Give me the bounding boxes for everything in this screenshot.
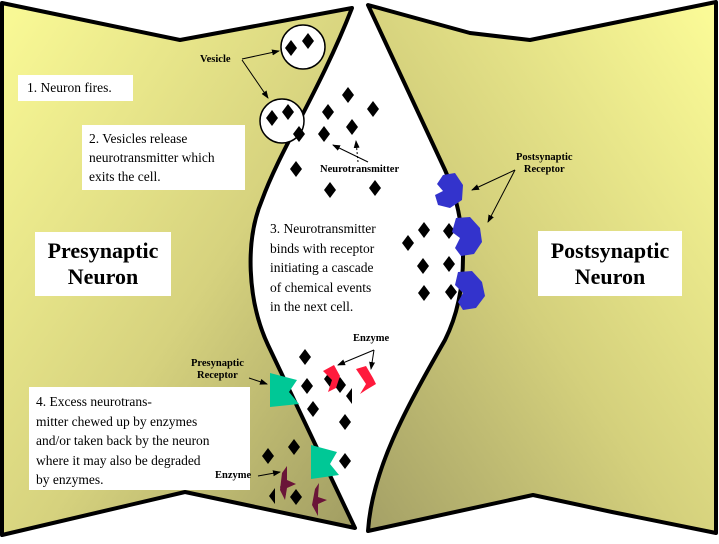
enzyme-cleft-label: Enzyme	[353, 333, 390, 344]
postsynaptic-receptor-label: Postsynaptic Receptor	[516, 152, 573, 176]
step-4-line-2: mitter chewed up by enzymes	[36, 413, 198, 429]
enzyme-cleft-2	[356, 366, 376, 394]
presynaptic-label-line-2: Neuron	[67, 264, 139, 289]
neurotransmitter-molecule	[443, 256, 455, 272]
neurotransmitter-molecule	[402, 235, 414, 251]
postsynaptic-neuron-label: Postsynaptic Neuron	[538, 231, 682, 296]
neurotransmitter-molecule	[318, 126, 330, 142]
enzyme-presynaptic-label: Enzyme	[215, 470, 252, 481]
neurotransmitter-molecule	[293, 126, 305, 142]
step-2-line-3: exits the cell.	[89, 169, 161, 184]
neurotransmitter-molecule	[290, 489, 302, 505]
annotation-arrows	[241, 49, 516, 477]
neurotransmitter-molecule	[443, 223, 455, 239]
postsynaptic-receptor-2	[452, 217, 482, 256]
step-4-line-3: and/or taken back by the neuron	[36, 433, 210, 448]
neurotransmitter-molecule	[418, 222, 430, 238]
presynaptic-label-line-1: Presynaptic	[47, 238, 159, 263]
enzyme-presynaptic-2	[312, 483, 327, 516]
neurotransmitter-molecule	[288, 439, 300, 455]
step-2-line-1: 2. Vesicles release	[89, 131, 188, 146]
neurotransmitter-molecule	[322, 104, 334, 120]
postsynaptic-label-line-2: Neuron	[574, 264, 646, 289]
neurotransmitter-molecule	[342, 87, 354, 103]
postsynaptic-receptor-label-line-2: Receptor	[523, 164, 565, 175]
step-4-line-4: where it may also be degraded	[36, 452, 201, 468]
vesicle-label: Vesicle	[200, 54, 231, 65]
neurotransmitter-molecule	[367, 101, 379, 117]
neurotransmitter-molecule	[418, 285, 430, 301]
degraded-neurotransmitter-fragment	[269, 488, 275, 504]
vesicle-1	[280, 24, 326, 70]
step-3-line-3: initiating a cascade	[270, 260, 374, 275]
step-3-line-1: 3. Neurotransmitter	[270, 221, 376, 236]
neurotransmitter-molecule	[369, 180, 381, 196]
step-4-box: 4. Excess neurotrans- mitter chewed up b…	[29, 387, 250, 490]
neurotransmitter-molecule	[299, 349, 311, 365]
presynaptic-receptor-2	[311, 445, 339, 479]
neurotransmitter-molecule	[346, 119, 358, 135]
step-1-box: 1. Neuron fires.	[18, 75, 133, 101]
postsynaptic-receptor-3	[455, 271, 485, 310]
neurotransmitter-molecule	[339, 453, 351, 469]
neurotransmitter-label: Neurotransmitter	[320, 164, 400, 175]
enzyme-cleft-1	[323, 365, 340, 392]
step-3-line-4: of chemical events	[270, 279, 372, 295]
degraded-neurotransmitter-fragment	[346, 388, 352, 404]
step-2-line-2: neurotransmitter which	[89, 150, 215, 165]
step-2-box: 2. Vesicles release neurotransmitter whi…	[82, 125, 245, 190]
postsynaptic-receptor-1	[435, 173, 463, 208]
vesicle-2	[259, 98, 305, 144]
postsynaptic-label-line-1: Postsynaptic	[550, 238, 670, 263]
presynaptic-neuron-label: Presynaptic Neuron	[35, 232, 171, 296]
presynaptic-receptor-label-line-2: Receptor	[197, 370, 238, 381]
neurotransmitter-molecule	[262, 448, 274, 464]
step-1-text: 1. Neuron fires.	[27, 80, 112, 95]
step-4-line-5: by enzymes.	[36, 472, 104, 487]
neurotransmitter-molecule	[290, 161, 302, 177]
step-3-line-5: in the next cell.	[270, 299, 354, 314]
presynaptic-receptor-label-line-1: Presynaptic	[191, 358, 244, 369]
neurotransmitter-molecule	[339, 414, 351, 430]
neurotransmitter-molecule	[417, 258, 429, 274]
presynaptic-receptor-1	[270, 373, 299, 407]
postsynaptic-receptor-label-line-1: Postsynaptic	[516, 152, 573, 163]
step-3-text: 3. Neurotransmitter binds with receptor …	[270, 219, 400, 317]
neurotransmitter-molecule	[307, 401, 319, 417]
neurotransmitter-molecule	[301, 378, 313, 394]
step-4-line-1: 4. Excess neurotrans-	[36, 394, 152, 409]
step-3-line-2: binds with receptor	[270, 240, 375, 256]
presynaptic-receptor-label: Presynaptic Receptor	[191, 358, 244, 382]
neurotransmitter-molecule	[324, 182, 336, 198]
enzyme-presynaptic-1	[280, 466, 296, 500]
neurotransmitter-molecule	[445, 284, 457, 300]
